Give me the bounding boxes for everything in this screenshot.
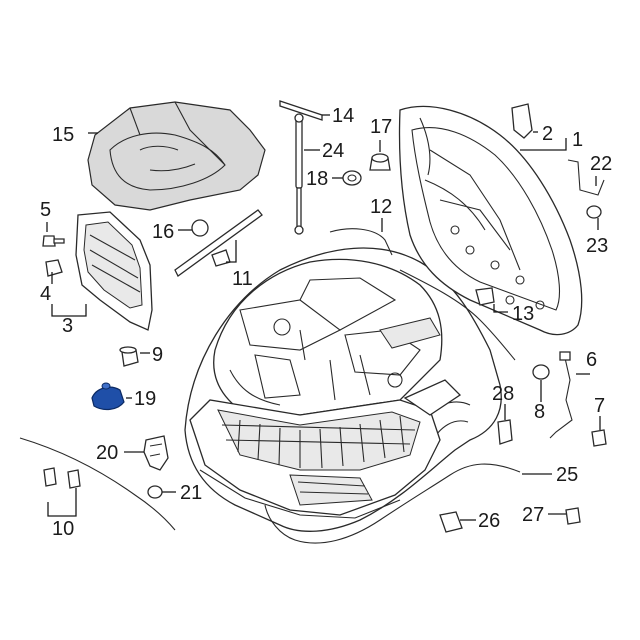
callout-16: 16 bbox=[152, 221, 174, 243]
retainer-19-highlighted bbox=[91, 382, 125, 411]
callout-24: 24 bbox=[322, 140, 344, 162]
callout-labels: 1 2 3 4 5 6 7 8 9 10 11 12 13 14 15 16 1… bbox=[40, 105, 612, 540]
seal-11 bbox=[174, 209, 263, 277]
callout-21: 21 bbox=[180, 482, 202, 504]
callout-27: 27 bbox=[522, 504, 544, 526]
hood-insulator-15 bbox=[87, 101, 266, 211]
callout-22: 22 bbox=[590, 153, 612, 175]
callout-9: 9 bbox=[152, 344, 163, 366]
clip-7 bbox=[591, 429, 607, 447]
callout-20: 20 bbox=[96, 442, 118, 464]
hood-seal-12 bbox=[329, 228, 516, 361]
grommet-18 bbox=[342, 170, 362, 186]
callout-17: 17 bbox=[370, 116, 392, 138]
callout-5: 5 bbox=[40, 199, 51, 221]
washer-hose-22 bbox=[567, 159, 605, 196]
leader-lines bbox=[46, 114, 601, 521]
callout-18: 18 bbox=[306, 168, 328, 190]
clip-4 bbox=[45, 259, 63, 277]
callout-4: 4 bbox=[40, 283, 51, 305]
washer-nozzle-23 bbox=[586, 205, 602, 219]
clip-16 bbox=[191, 219, 209, 237]
hinge-2 bbox=[511, 103, 533, 139]
callout-28: 28 bbox=[492, 383, 514, 405]
hood-panel bbox=[398, 105, 583, 336]
callout-15: 15 bbox=[52, 124, 74, 146]
callout-8: 8 bbox=[534, 401, 545, 423]
hood-prop-rod-14 bbox=[279, 100, 323, 121]
callout-26: 26 bbox=[478, 510, 500, 532]
callout-12: 12 bbox=[370, 196, 392, 218]
bolt-5 bbox=[42, 235, 65, 247]
rod-6 bbox=[549, 351, 573, 439]
release-cable-25 bbox=[264, 463, 521, 544]
callout-1: 1 bbox=[572, 129, 583, 151]
callout-10: 10 bbox=[52, 518, 74, 540]
hood-latch-20 bbox=[143, 435, 169, 471]
bracket-28 bbox=[497, 419, 513, 445]
bolt-27 bbox=[565, 507, 581, 525]
grommet-8 bbox=[532, 364, 550, 380]
callout-13: 13 bbox=[512, 303, 534, 325]
lift-support-24 bbox=[294, 113, 304, 235]
callout-2: 2 bbox=[542, 123, 553, 145]
callout-25: 25 bbox=[556, 464, 578, 486]
bracket-13 bbox=[475, 287, 495, 306]
hood-frame-3 bbox=[75, 211, 153, 331]
callout-11: 11 bbox=[232, 268, 253, 290]
molding-10 bbox=[19, 437, 176, 531]
callout-3: 3 bbox=[62, 315, 73, 337]
hood-bumper-17 bbox=[369, 153, 391, 171]
vehicle-front-end bbox=[184, 247, 502, 532]
push-pin-9 bbox=[119, 346, 139, 367]
callout-7: 7 bbox=[594, 395, 605, 417]
callout-14: 14 bbox=[332, 105, 354, 127]
nut-21 bbox=[147, 485, 163, 499]
callout-23: 23 bbox=[586, 235, 608, 257]
callout-6: 6 bbox=[586, 349, 597, 371]
callout-19: 19 bbox=[134, 388, 156, 410]
release-handle-26 bbox=[439, 511, 463, 533]
